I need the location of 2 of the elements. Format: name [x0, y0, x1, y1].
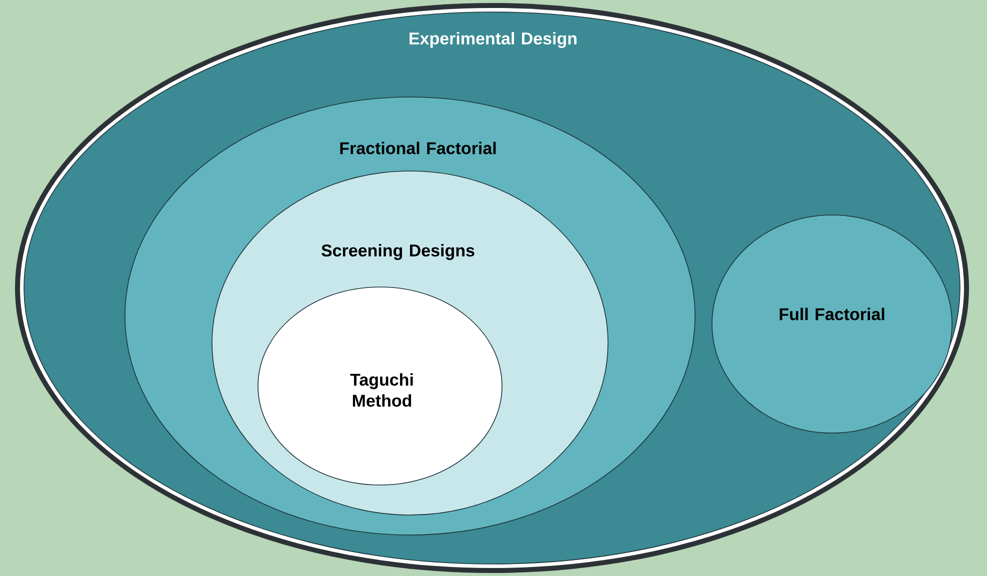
ellipse-region: Taguchi Method — [258, 286, 502, 486]
ellipse-region: Full Factorial — [712, 214, 952, 434]
